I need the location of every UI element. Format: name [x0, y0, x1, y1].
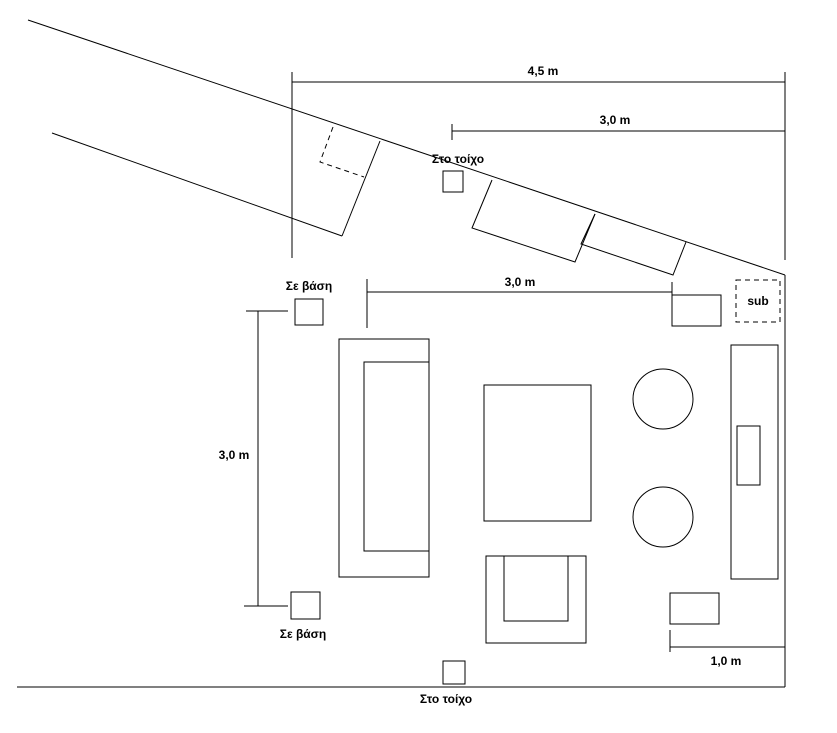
dimension-room-depth-label: 3,0 m	[219, 448, 250, 462]
wall-speaker-top	[442, 170, 464, 193]
dimension-upper-width-label: 3,0 m	[600, 113, 631, 127]
round-table-bottom	[632, 486, 694, 548]
window-panel-1	[341, 140, 381, 237]
sloped-wall-inner	[51, 132, 343, 237]
dimension-room-depth: 3,0 m	[219, 310, 288, 607]
stand-speaker-top-label: Σε βάση	[286, 279, 332, 293]
sloped-wall-outer	[27, 19, 786, 276]
dimension-upper-width: 3,0 m	[451, 113, 785, 140]
wall-speaker-top-label: Στο τοίχο	[432, 152, 484, 166]
dimension-total-width: 4,5 m	[291, 64, 786, 260]
sofa	[338, 338, 430, 578]
stand-speaker-bottom-label: Σε βάση	[280, 627, 326, 641]
stand-speaker-top	[294, 298, 324, 326]
coffee-table	[483, 384, 592, 522]
dimension-total-width-label: 4,5 m	[528, 64, 559, 78]
window-panel-dashed	[319, 126, 365, 178]
stand-speaker-bottom	[290, 591, 321, 620]
round-table-top	[632, 368, 694, 430]
dimension-speaker-spacing: 3,0 m	[366, 275, 673, 328]
speaker-rear-right	[669, 592, 720, 625]
wall-speaker-bottom-label: Στο τοίχο	[420, 692, 472, 706]
wall-speaker-bottom	[442, 660, 466, 685]
speaker-front-right	[671, 294, 722, 327]
tv-cabinet	[730, 344, 779, 580]
window-panel-2	[471, 179, 596, 263]
dimension-side-offset-label: 1,0 m	[711, 654, 742, 668]
subwoofer	[735, 279, 781, 323]
dimension-speaker-spacing-label: 3,0 m	[505, 275, 536, 289]
subwoofer-label: sub	[747, 294, 768, 308]
dimension-side-offset: 1,0 m	[669, 630, 785, 668]
armchair	[485, 555, 587, 644]
window-panel-3	[580, 213, 687, 276]
